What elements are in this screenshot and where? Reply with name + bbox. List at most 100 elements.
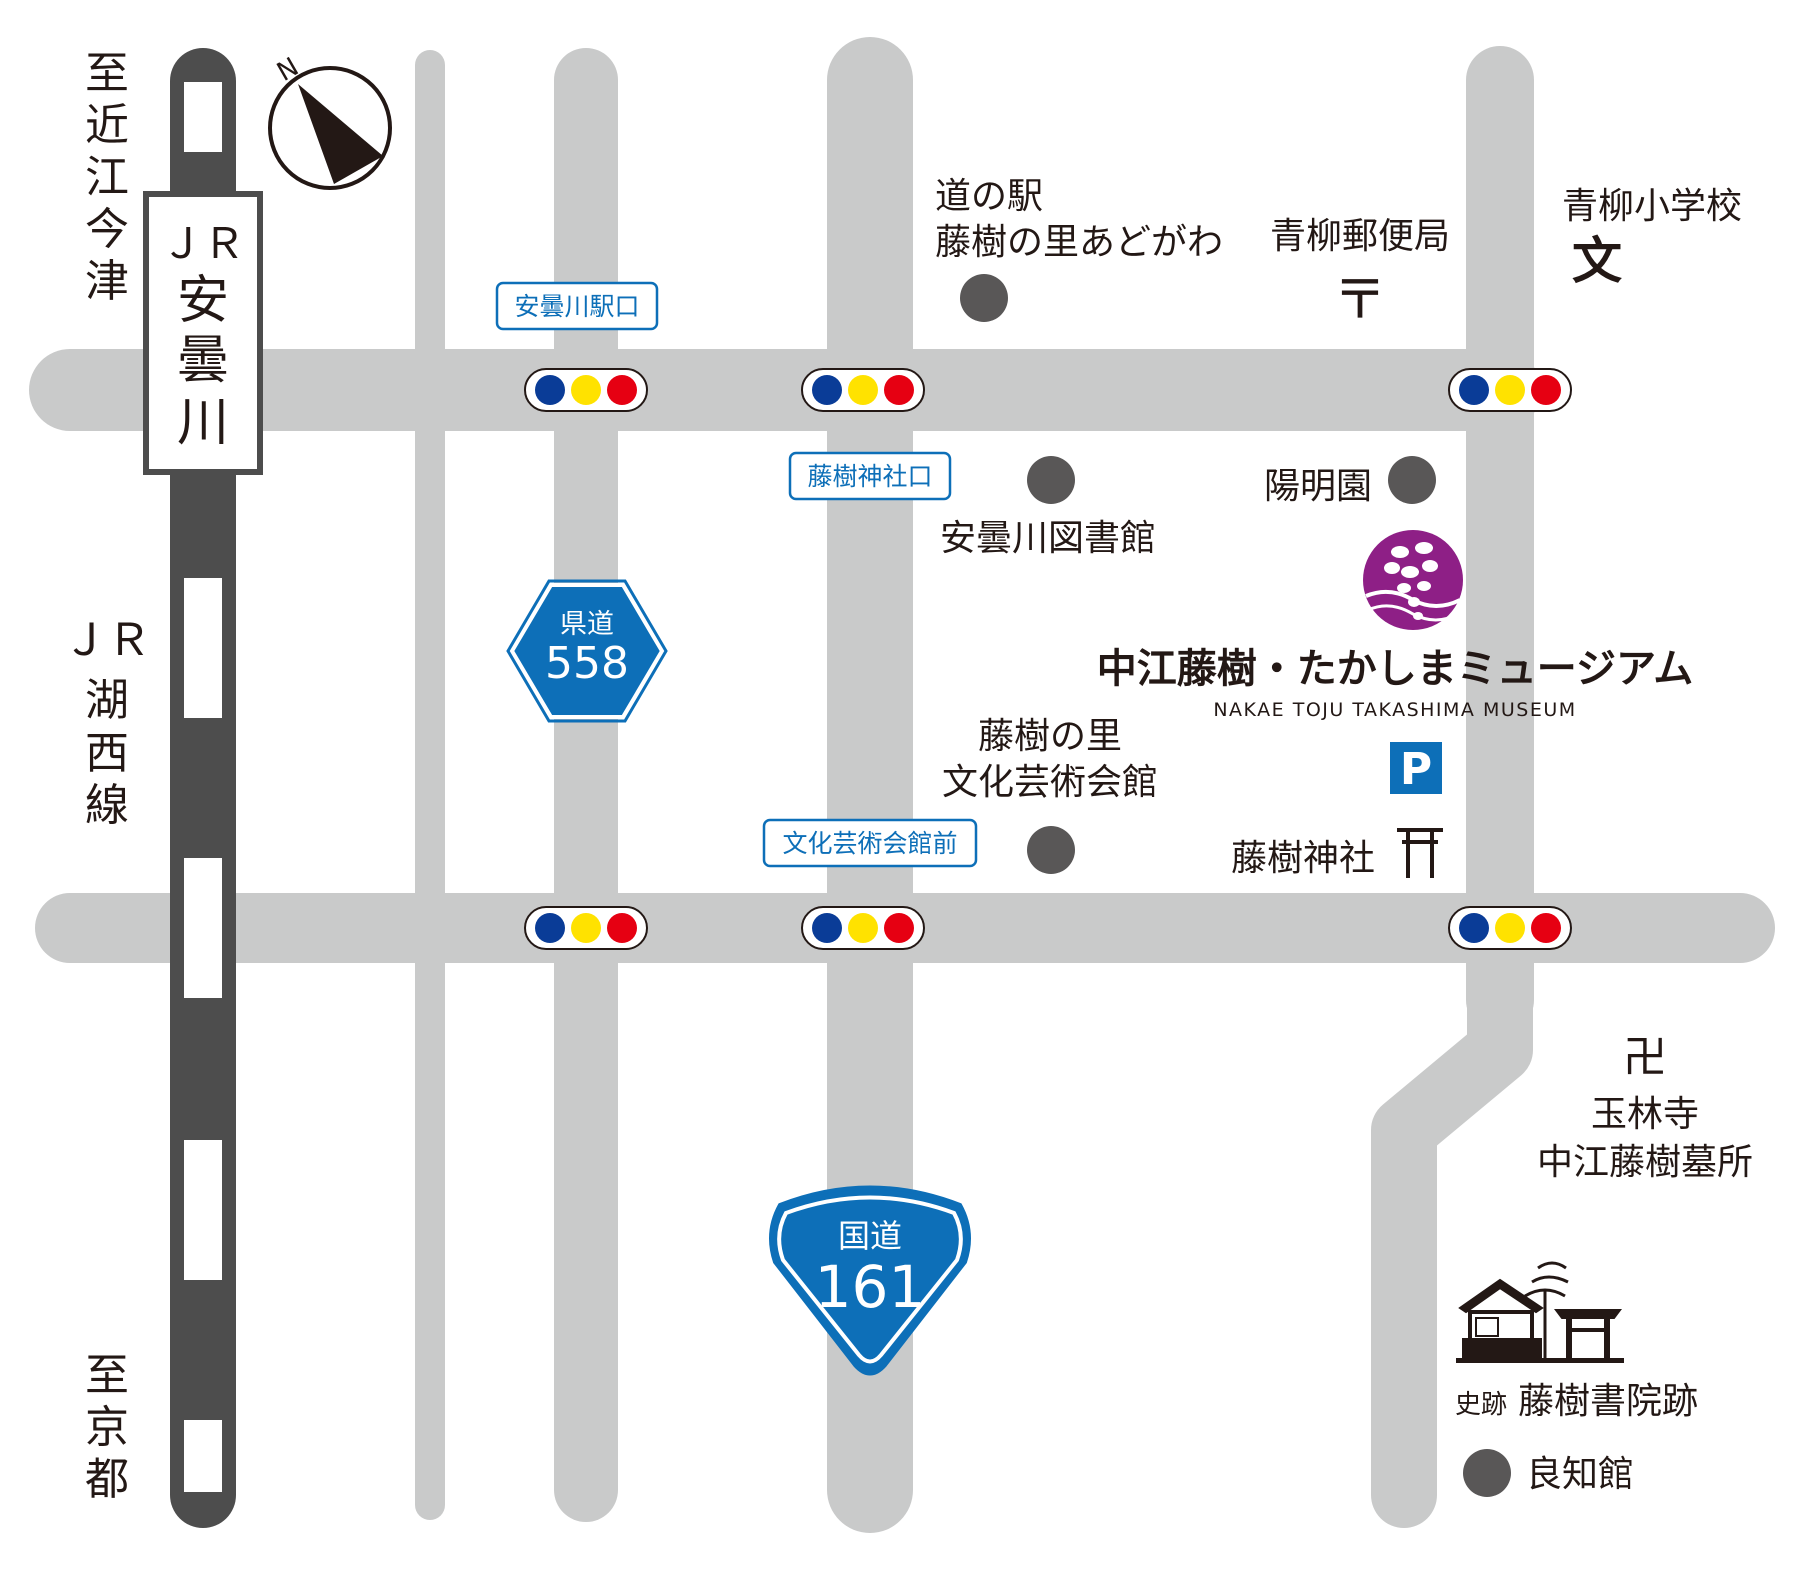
signal-lamp [1495,913,1525,943]
signal-lamp [571,375,601,405]
landmark-dot [1388,456,1436,504]
road-east-branch [1371,967,1533,1528]
bus-stop-label: 藤樹神社口 [807,462,932,491]
landmark-temple: 卍 玉林寺 中江藤樹墓所 [1537,1032,1753,1183]
signal-lamp [812,375,842,405]
wave-mark [1367,604,1459,622]
landmark-library: 安曇川図書館 [940,456,1156,559]
landmark-culture-hall: 藤樹の里 文化芸術会館 [942,716,1158,874]
temple-icon: 卍 [1623,1032,1667,1083]
direction-char: 京 [85,1402,129,1453]
direction-north: 至 近 江 今 津 [85,48,129,307]
landmark-label: 安曇川図書館 [940,518,1156,559]
signal-lamp [1459,913,1489,943]
direction-char: 至 [85,1350,129,1401]
railway-label-char: 線 [85,780,129,831]
landmark-shrine: 藤樹神社 [1231,828,1443,879]
bus-stop-adogawa-eki: 安曇川駅口 [495,281,659,331]
museum-name-en: NAKAE TOJU TAKASHIMA MUSEUM [1213,699,1576,721]
compass-needle [298,84,383,184]
pine-tree-icon [1524,1261,1569,1360]
railway-label-char: 湖 [85,675,129,726]
rail-segment [184,578,222,718]
bus-stop-box [762,818,978,868]
rail-segment [184,82,222,152]
signal-lamp [1531,375,1561,405]
landmark-dot [1027,826,1075,874]
bus-stop-box [788,451,952,501]
signal-lamp [571,913,601,943]
signal-lamp [607,375,637,405]
bus-stop-label: 安曇川駅口 [514,292,639,321]
route-type-label: 国道 [838,1217,902,1255]
signal-lamp [884,913,914,943]
signal-lamp [848,375,878,405]
landmark-label: 藤樹神社 [1231,838,1375,879]
traffic-signals [524,368,1572,950]
bus-stop-bunka-kaikan: 文化芸術会館前 [762,818,978,868]
signal-lamp [535,375,565,405]
landmark-dot [1463,1449,1511,1497]
wave-mark [1365,589,1461,608]
school-icon: 文 [1572,232,1622,290]
landmark-school: 青柳小学校 文 [1562,186,1742,290]
landmark-label: 道の駅 [935,176,1043,217]
landmark-label: 中江藤樹墓所 [1537,1142,1753,1183]
route-number: 161 [815,1253,926,1321]
landmark-label: 陽明園 [1264,466,1372,507]
signal-lamp [848,913,878,943]
rail-segment [184,1140,222,1280]
rail-segment [184,1420,222,1492]
landmark-label: 藤樹書院跡 [1518,1381,1698,1422]
historic-site-illustration [1456,1261,1624,1363]
route-number: 558 [545,638,629,689]
traffic-signal-icon [1448,368,1572,412]
rail-segment [184,858,222,998]
wisteria-flower-icon [1384,542,1438,620]
signal-lamp [535,913,565,943]
museum-logo [1363,530,1463,630]
station-jr: ＪＲ [161,219,245,268]
direction-char: 近 [85,100,129,151]
traffic-signal-icon [1448,906,1572,950]
direction-char: 至 [85,48,129,99]
inverted-triangle-shield [769,1185,971,1376]
bus-stop-label: 文化芸術会館前 [782,829,957,858]
signal-lamp [812,913,842,943]
prefectural-route-558-shield: 県道 558 [506,579,668,723]
parking-letter: P [1400,744,1432,795]
museum-name-jp: 中江藤樹・たかしまミュージアム [1097,645,1693,692]
direction-char: 津 [85,256,129,307]
direction-char: 今 [85,204,129,255]
station-adogawa: ＪＲ 安 曇 川 [143,191,263,475]
historic-prefix: 史跡 [1455,1390,1507,1420]
signal-lamp [1531,913,1561,943]
shoin-house-icon [1458,1278,1544,1362]
traffic-signal-icon [524,368,648,412]
railway-label-char: ＪＲ [63,615,151,666]
traffic-signal-icon [801,906,925,950]
bus-stop-toju-jinja: 藤樹神社口 [788,451,952,501]
landmark-historic-site: 史跡 藤樹書院跡 [1455,1381,1698,1422]
landmark-post-office: 青柳郵便局 〒 [1270,216,1450,331]
national-route-161-shield: 国道 161 [769,1185,971,1376]
landmark-label: 青柳郵便局 [1270,216,1450,257]
hexagon-shield-outline [506,579,668,723]
landmark-label: 文化芸術会館 [942,762,1158,803]
inverted-triangle-shield-inner [777,1195,963,1364]
station-box [143,191,263,475]
site-ground [1456,1358,1624,1363]
landmark-dot [960,274,1008,322]
traffic-signal-icon [801,368,925,412]
direction-char: 都 [85,1454,129,1505]
landmark-label: 藤樹の里 [978,716,1122,757]
landmark-label: 玉林寺 [1591,1094,1699,1135]
torii-icon [1397,828,1443,878]
signal-lamp [1459,375,1489,405]
signal-lamp [884,375,914,405]
landmark-label: 青柳小学校 [1562,186,1742,227]
signal-lamp [607,913,637,943]
parking-icon [1390,742,1442,794]
signal-lamp [1495,375,1525,405]
